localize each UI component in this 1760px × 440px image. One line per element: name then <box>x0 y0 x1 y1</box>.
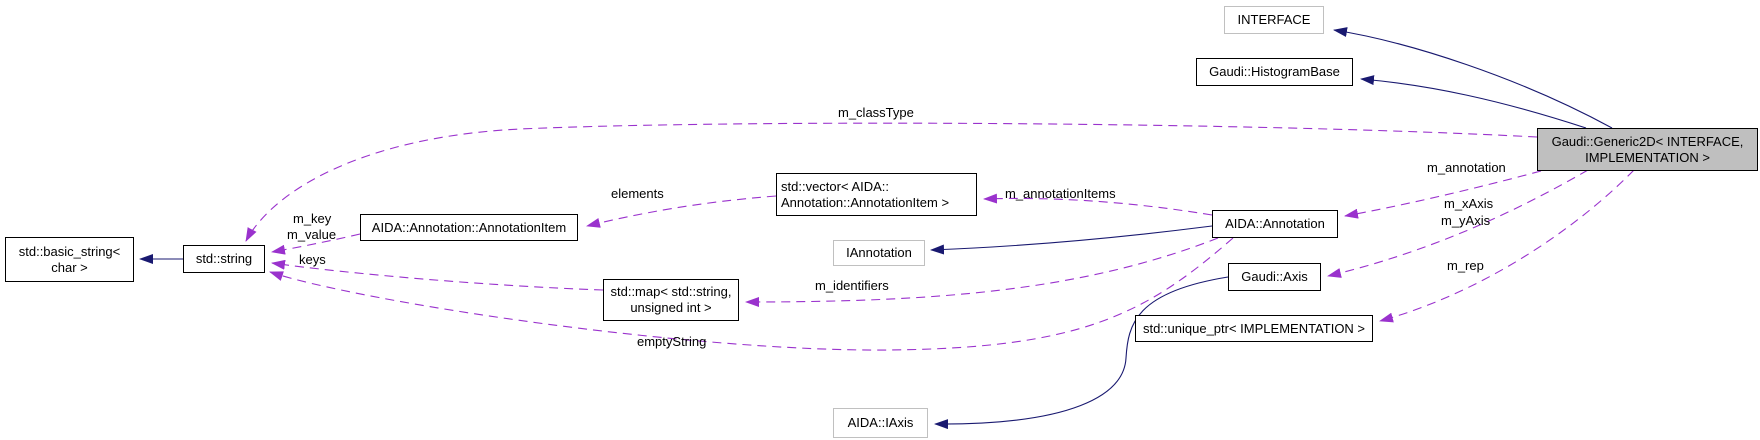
edge-label-elements: elements <box>611 186 664 201</box>
class-node-gaudi-axis[interactable]: Gaudi::Axis <box>1228 263 1321 291</box>
edge-label-m-value: m_value <box>287 227 337 242</box>
class-node-label: std::unique_ptr< IMPLEMENTATION > <box>1142 320 1366 336</box>
edge-usage-m-identifiers <box>745 237 1219 307</box>
edge-label-m-annotationitems: m_annotationItems <box>1005 186 1116 201</box>
edge-usage-m-xaxis-yaxis <box>1327 169 1589 278</box>
class-node-label: Gaudi::Axis <box>1241 269 1308 284</box>
class-node-label: AIDA::Annotation::AnnotationItem <box>371 219 567 235</box>
edge-inherit-generic2d-interface <box>1333 27 1613 129</box>
class-node-label: std::string <box>195 251 253 266</box>
class-node-label-line2: unsigned int > <box>630 300 712 315</box>
class-node-label-line2: char > <box>51 259 88 275</box>
class-node-iannotation: IAnnotation <box>833 240 925 266</box>
edge-inherit-generic2d-histogrambase <box>1360 75 1587 129</box>
class-node-label-line1: std::basic_string< <box>18 243 121 259</box>
class-node-std-map[interactable]: std::map< std::string, unsigned int > <box>603 279 739 321</box>
edge-label-m-xaxis: m_xAxis <box>1444 196 1494 211</box>
edge-inherit-annotation-iannotation <box>930 225 1213 255</box>
edge-label-emptystring: emptyString <box>637 334 707 349</box>
edge-label-m-classtype: m_classType <box>838 105 914 120</box>
class-node-label-line1: std::vector< AIDA:: <box>781 178 890 194</box>
edge-usage-m-classtype <box>245 122 1538 242</box>
edge-usage-elements <box>586 195 777 228</box>
class-node-label-line2: Annotation::AnnotationItem > <box>781 194 950 210</box>
class-node-label: AIDA::IAxis <box>847 415 914 430</box>
class-node-aida-iaxis: AIDA::IAxis <box>833 408 928 438</box>
edge-usage-emptystring <box>269 237 1234 351</box>
class-node-std-vector-annotationitem[interactable]: std::vector< AIDA:: Annotation::Annotati… <box>776 173 977 216</box>
class-node-aida-annotation[interactable]: AIDA::Annotation <box>1212 210 1338 238</box>
class-node-label-line2: IMPLEMENTATION > <box>1585 149 1710 165</box>
class-node-interface: INTERFACE <box>1224 6 1324 34</box>
class-node-std-basic-string[interactable]: std::basic_string< char > <box>5 237 134 282</box>
class-node-aida-annotationitem[interactable]: AIDA::Annotation::AnnotationItem <box>360 214 578 241</box>
edge-usage-m-annotation <box>1344 170 1542 219</box>
edge-usage-m-key-value <box>271 233 361 255</box>
class-node-label: IAnnotation <box>846 245 912 260</box>
class-node-label-line1: Gaudi::Generic2D< INTERFACE, <box>1551 133 1744 149</box>
edge-label-m-yaxis: m_yAxis <box>1441 213 1491 228</box>
edge-label-m-identifiers: m_identifiers <box>815 278 889 293</box>
edge-label-m-rep: m_rep <box>1447 258 1484 273</box>
class-node-gaudi-generic2d: Gaudi::Generic2D< INTERFACE, IMPLEMENTAT… <box>1537 128 1758 171</box>
class-node-gaudi-histogrambase[interactable]: Gaudi::HistogramBase <box>1196 58 1353 86</box>
class-node-label: Gaudi::HistogramBase <box>1209 64 1340 79</box>
edge-label-keys: keys <box>299 252 326 267</box>
class-node-label-line1: std::map< std::string, <box>610 284 732 299</box>
edge-label-m-annotation: m_annotation <box>1427 160 1506 175</box>
class-node-label: INTERFACE <box>1237 12 1311 27</box>
edge-usage-keys <box>271 259 604 291</box>
class-node-std-unique-ptr[interactable]: std::unique_ptr< IMPLEMENTATION > <box>1135 315 1373 342</box>
edge-usage-m-rep <box>1379 169 1635 323</box>
class-node-std-string[interactable]: std::string <box>183 245 265 273</box>
edge-usage-m-annotationitems <box>983 193 1213 216</box>
edge-label-m-key: m_key <box>293 211 332 226</box>
edge-inherit-axis-iaxis <box>934 276 1229 430</box>
class-node-label: AIDA::Annotation <box>1225 216 1325 231</box>
